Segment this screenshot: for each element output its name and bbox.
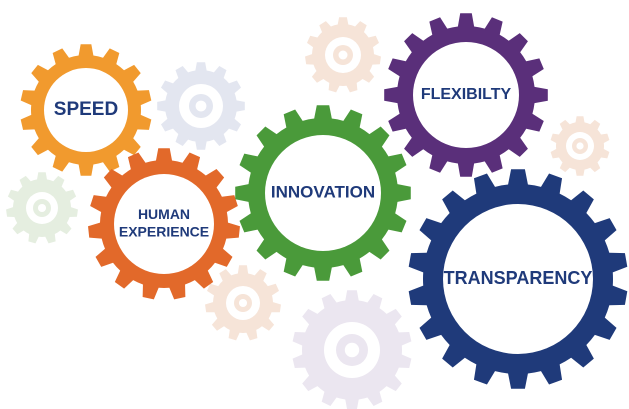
faint-blue-gear-hub-hole	[195, 100, 207, 112]
faint-peach-gear-right-hub-hole	[576, 142, 584, 150]
faint-blue-gear	[157, 62, 245, 150]
faint-peach-gear-top	[305, 17, 381, 93]
gear-transparency-center	[443, 204, 593, 354]
gear-human-experience-center	[114, 174, 214, 274]
gear-human-experience-label: HUMAN	[138, 206, 190, 222]
faint-peach-gear-top-hub-hole	[338, 50, 348, 60]
faint-purple-gear	[292, 290, 412, 409]
gear-human-experience-label: EXPERIENCE	[119, 223, 209, 239]
gear-speed-center	[44, 68, 128, 152]
faint-peach-gear-bottom-hub-hole	[238, 298, 248, 308]
gear-flexibility-center	[413, 42, 519, 148]
faint-peach-gear-bottom	[205, 265, 281, 341]
gear-speed: SPEED	[20, 44, 152, 176]
gear-innovation-center	[265, 135, 381, 251]
background-gears	[6, 17, 610, 409]
gear-transparency: TRANSPARENCY	[408, 169, 628, 389]
faint-green-gear-hub-hole	[37, 203, 47, 213]
gear-speed-label: SPEED	[54, 99, 118, 120]
gear-flexibility: FLEXIBILTY	[384, 13, 548, 177]
faint-green-gear	[6, 172, 78, 244]
gear-innovation-label: INNOVATION	[271, 182, 375, 201]
faint-purple-gear-hub-hole	[344, 342, 360, 358]
gear-transparency-label: TRANSPARENCY	[444, 268, 593, 288]
gear-flexibility-label: FLEXIBILTY	[421, 86, 512, 103]
faint-peach-gear-right	[550, 116, 610, 176]
gear-innovation: INNOVATION	[235, 105, 411, 281]
